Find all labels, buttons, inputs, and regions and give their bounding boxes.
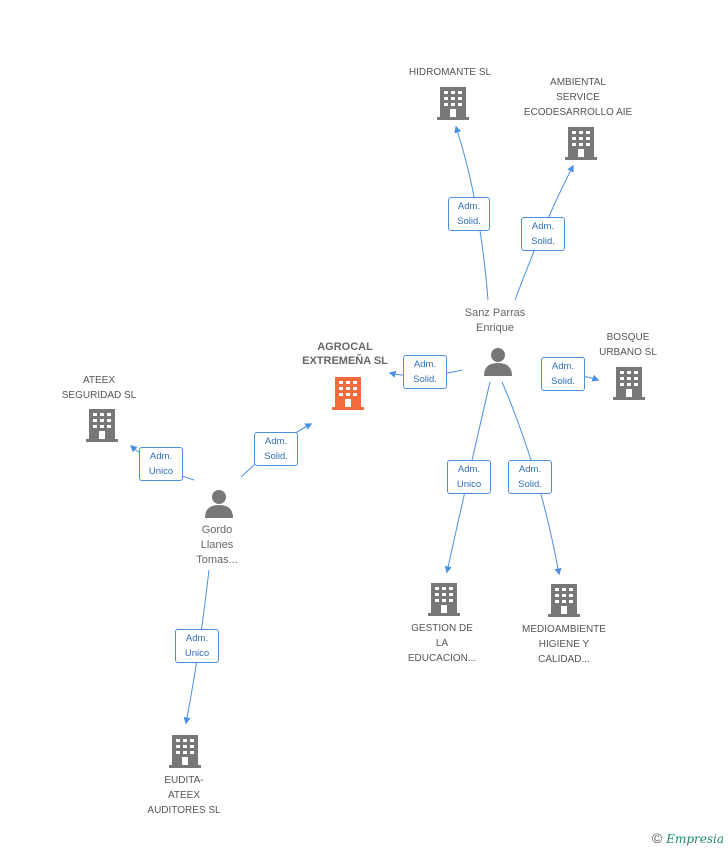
company-label-ambiental: AMBIENTAL SERVICE ECODESARROLLO AIE <box>523 77 633 118</box>
edge-label-sanz-medioambiente: Adm. Solid. <box>508 460 552 494</box>
edge-label-sanz-bosque: Adm. Solid. <box>541 357 585 391</box>
company-label-eudita: EUDITA- ATEEX AUDITORES SL <box>147 775 221 816</box>
building-icon-ambiental[interactable] <box>565 126 597 165</box>
company-label-ateex: ATEEX SEGURIDAD SL <box>61 375 137 401</box>
company-label-gestion: GESTION DE LA EDUCACION... <box>407 623 477 664</box>
person-icon-sanz[interactable] <box>483 346 513 381</box>
copyright-icon: © <box>651 830 663 846</box>
building-icon-hidromante[interactable] <box>437 86 469 125</box>
edge-label-gordo-ateex: Adm. Unico <box>139 447 183 481</box>
main-building-icon[interactable] <box>332 376 364 415</box>
building-icon-eudita[interactable] <box>169 734 201 773</box>
company-label-hidromante: HIDROMANTE SL <box>408 67 492 78</box>
main-company-label: AGROCAL EXTREMEÑA SL <box>302 341 388 367</box>
company-label-bosque: BOSQUE URBANO SL <box>599 332 657 358</box>
building-icon-ateex[interactable] <box>86 408 118 447</box>
edge-label-sanz-hidromante: Adm. Solid. <box>448 197 490 231</box>
edge-label-sanz-ambiental: Adm. Solid. <box>521 217 565 251</box>
person-icon-gordo[interactable] <box>204 488 234 523</box>
brand-logo-text: Empresia <box>666 832 724 846</box>
building-icon-gestion[interactable] <box>428 582 460 621</box>
footer-brand[interactable]: ©Empresia <box>652 830 724 846</box>
company-label-medioambiente: MEDIOAMBIENTE HIGIENE Y CALIDAD... <box>522 624 606 665</box>
building-icon-bosque[interactable] <box>613 366 645 405</box>
person-label-sanz: Sanz Parras Enrique <box>464 307 526 334</box>
edge-label-sanz-gestion: Adm. Unico <box>447 460 491 494</box>
building-icon-medioambiente[interactable] <box>548 583 580 622</box>
person-label-gordo: Gordo Llanes Tomas... <box>196 524 238 566</box>
edge-label-gordo-eudita: Adm. Unico <box>175 629 219 663</box>
edge-label-gordo-agrocal: Adm. Solid. <box>254 432 298 466</box>
edge-label-sanz-agrocal: Adm. Solid. <box>403 355 447 389</box>
